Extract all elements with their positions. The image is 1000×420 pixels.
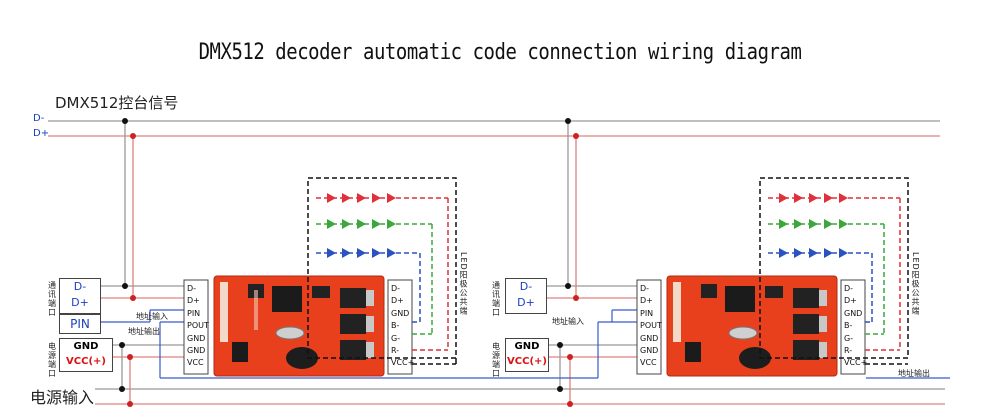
unit2-gnd-label: GND (514, 341, 540, 352)
unit2-terminal-d-plus: D+ (517, 296, 535, 309)
unit1-address-in-label: 地址输入 (136, 312, 168, 321)
u2-rp-2: GND (844, 308, 863, 318)
u1-rp-0: D- (391, 284, 401, 293)
unit1-comm-port-label: 通讯端口 (48, 281, 56, 317)
unit2-comm-terminal: D- D+ (505, 278, 547, 314)
u2-lp-6: VCC (640, 358, 657, 368)
unit2-power-port-label: 电源端口 (492, 342, 500, 378)
u2-rp-1: D+ (844, 296, 857, 306)
unit2-input-terminal (636, 279, 662, 375)
unit1-power-port-label: 电源端口 (48, 342, 56, 378)
unit2-address-out-label: 地址输出 (898, 369, 930, 378)
u2-rp-4: G- (844, 333, 854, 343)
u1-lp-6: VCC (187, 358, 204, 368)
u1-rp-5: R- (391, 346, 400, 356)
unit2-right-pins: D- D+ GND B- G- R- VCC+ (844, 283, 867, 370)
unit2-address-in-label: 地址输入 (552, 317, 584, 326)
unit2-comm-port-label: 通讯端口 (492, 281, 500, 317)
u1-lp-2: PIN (187, 308, 201, 318)
power-input-label: 电源输入 (30, 388, 95, 407)
u1-rp-1: D+ (391, 296, 404, 306)
u1-rp-3: B- (391, 321, 400, 331)
unit1-led-strings (307, 177, 457, 365)
u2-rp-0: D- (844, 284, 854, 293)
u1-lp-1: D+ (187, 296, 200, 306)
unit1-pin-terminal: PIN (59, 314, 101, 334)
u2-lp-4: GND (640, 333, 659, 343)
u2-lp-2: PIN (640, 308, 654, 318)
u1-rp-4: G- (391, 333, 401, 343)
unit2-output-terminal (840, 279, 866, 375)
u2-lp-0: D- (640, 284, 650, 293)
u1-rp-2: GND (391, 308, 410, 318)
u2-lp-5: GND (640, 346, 659, 356)
unit2-decoder-board (666, 275, 838, 377)
diagram-title: DMX512 decoder automatic code connection… (198, 40, 802, 65)
u2-rp-3: B- (844, 321, 853, 331)
unit2-left-pins: D- D+ PIN POUT GND GND VCC (640, 283, 662, 370)
unit1-input-terminal (183, 279, 209, 375)
u1-lp-0: D- (187, 284, 197, 293)
signal-label: DMX512控台信号 (55, 94, 179, 112)
u2-rp-5: R- (844, 346, 853, 356)
bus-d-minus-label: D- (33, 113, 45, 124)
unit2-led-common-label: LED阳极公共端 (911, 252, 920, 316)
unit1-right-pins: D- D+ GND B- G- R- VCC+ (391, 283, 414, 370)
u1-lp-4: GND (187, 333, 206, 343)
unit1-comm-terminal: D- D+ (59, 278, 101, 314)
u2-rp-6: VCC+ (844, 358, 868, 368)
unit1-power-terminal: GND VCC(+) (59, 338, 113, 372)
unit2-led-strings (759, 177, 909, 365)
u1-rp-6: VCC+ (391, 358, 415, 368)
u2-lp-1: D+ (640, 296, 653, 306)
unit1-address-out-label: 地址输出 (128, 327, 160, 336)
bus-d-plus-label: D+ (33, 128, 50, 139)
unit1-left-pins: D- D+ PIN POUT GND GND VCC (187, 283, 209, 370)
unit1-gnd-label: GND (73, 341, 99, 352)
unit2-terminal-d-minus: D- (519, 280, 533, 293)
unit1-terminal-d-minus: D- (73, 280, 87, 293)
u1-lp-3: POUT (187, 321, 209, 331)
unit1-terminal-d-plus: D+ (71, 296, 89, 309)
u2-lp-3: POUT (640, 321, 662, 331)
unit1-led-common-label: LED阳极公共端 (459, 252, 468, 316)
unit2-vcc-label: VCC(+) (507, 356, 547, 367)
u1-lp-5: GND (187, 346, 206, 356)
unit1-decoder-board (213, 275, 385, 377)
unit1-vcc-label: VCC(+) (66, 356, 106, 367)
unit2-power-terminal: GND VCC(+) (505, 338, 549, 372)
